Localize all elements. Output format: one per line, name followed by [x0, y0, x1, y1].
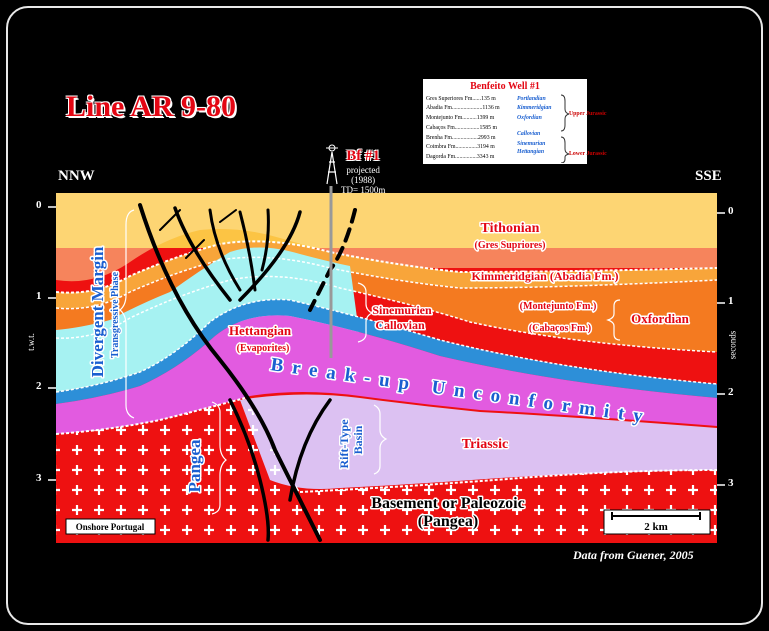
legend-stage: Oxfordian [517, 115, 542, 121]
legend-stage: Hettangian [517, 149, 545, 155]
time-tick-left: 2 [36, 380, 42, 392]
well-year: (1988) [351, 175, 376, 185]
label-basement: Basement or Paleozoic [371, 495, 524, 512]
legend-stage: Sinemurian [517, 141, 546, 147]
label-hettangian: Hettangian [229, 323, 292, 338]
cyan-layer [56, 247, 360, 392]
label-montejunto: (Montejunto Fm.) [520, 301, 597, 312]
time-axis-ticks [48, 206, 725, 486]
label-triassic: Triassic [462, 437, 508, 452]
well-name: Bf #1 [346, 148, 381, 164]
label-cabacos: (Cabaços Fm.) [529, 323, 591, 334]
callovian-brace-icon [357, 282, 374, 343]
pangea-brace-icon [211, 401, 227, 515]
well-legend: Benfeito Well #1 Gres Superiores Fm.....… [423, 79, 607, 164]
label-callovian: Callovian [375, 318, 425, 332]
label-sinemurien: Sinemurien [372, 303, 432, 317]
label-pangea-paren: (Pangea) [418, 513, 478, 530]
time-tick-right: 3 [728, 477, 734, 489]
legend-brace-icon [560, 94, 570, 163]
time-tick-left: 3 [36, 472, 42, 484]
oxfordian-brace-icon [606, 299, 621, 341]
location-label: Onshore Portugal [76, 522, 145, 532]
time-tick-right: 1 [728, 295, 734, 307]
location-box [65, 518, 156, 535]
label-basin: Basin [351, 425, 365, 454]
legend-formation: Cabaços Fm.................1585 m [426, 125, 498, 131]
legend-formation: Montejunto Fm..........1399 m [426, 115, 495, 121]
legend-formation: Brenha Fm..................2993 m [426, 135, 496, 141]
legend-formation: Coimbra Fm...............3194 m [426, 144, 495, 150]
label-divergent-margin: Divergent Margin [88, 246, 107, 377]
well-td: TD= 1500m [341, 185, 386, 195]
time-tick-left: 0 [36, 199, 42, 211]
legend-formation: Dagorda Fm...............3343 m [426, 154, 495, 160]
orientation-sse: SSE [695, 168, 722, 184]
well-status: projected [346, 165, 380, 175]
legend-stage: Callovian [517, 131, 541, 137]
legend-stage: Portlandian [517, 96, 546, 102]
label-pangea: Pangea [185, 439, 204, 492]
orientation-nnw: NNW [58, 168, 95, 184]
hettangian-layer [56, 315, 717, 434]
triassic-layer [240, 394, 717, 489]
scale-bar-box [603, 509, 711, 535]
scale-label: 2 km [644, 521, 668, 533]
legend-stage: Kimmeridgian [517, 105, 552, 111]
slide-frame [6, 6, 763, 625]
legend-period: Lower Jurassic [569, 151, 607, 157]
label-evaporites: (Evaporites) [237, 343, 290, 354]
time-tick-right: 2 [728, 386, 734, 398]
legend-period: Upper Jurassic [569, 111, 607, 117]
label-tithonian: Tithonian [481, 221, 540, 236]
label-tithonian-fm: (Gres Supriores) [474, 240, 545, 251]
slide-title: Line AR 9-80 [66, 90, 237, 123]
basement-crosses [56, 398, 717, 543]
legend-title: Benfeito Well #1 [470, 81, 540, 92]
label-kimmeridgian: Kimmeridgian (Abadia Fm.) [472, 269, 619, 283]
label-oxfordian: Oxfordian [631, 311, 690, 326]
divergent-brace-icon [119, 209, 135, 419]
derrick-icon [326, 144, 338, 185]
credit-text: Data from Guener, 2005 [573, 548, 694, 562]
time-tick-left: 1 [36, 290, 42, 302]
tithonian-light-layer [56, 193, 717, 282]
well-annotation: Bf #1 projected (1988) TD= 1500m [341, 148, 385, 195]
time-tick-right: 0 [728, 205, 734, 217]
legend-formation: Gres Superiores Fm......135 m [426, 96, 496, 102]
label-transgressive-phase: Transgressive Phase [110, 271, 121, 358]
breakup-band [56, 299, 717, 404]
rift-brace-icon [373, 404, 388, 475]
label-rift-type: Rift-Type [337, 419, 351, 469]
legend-formation: Abadia Fm.....................1136 m [426, 105, 500, 111]
